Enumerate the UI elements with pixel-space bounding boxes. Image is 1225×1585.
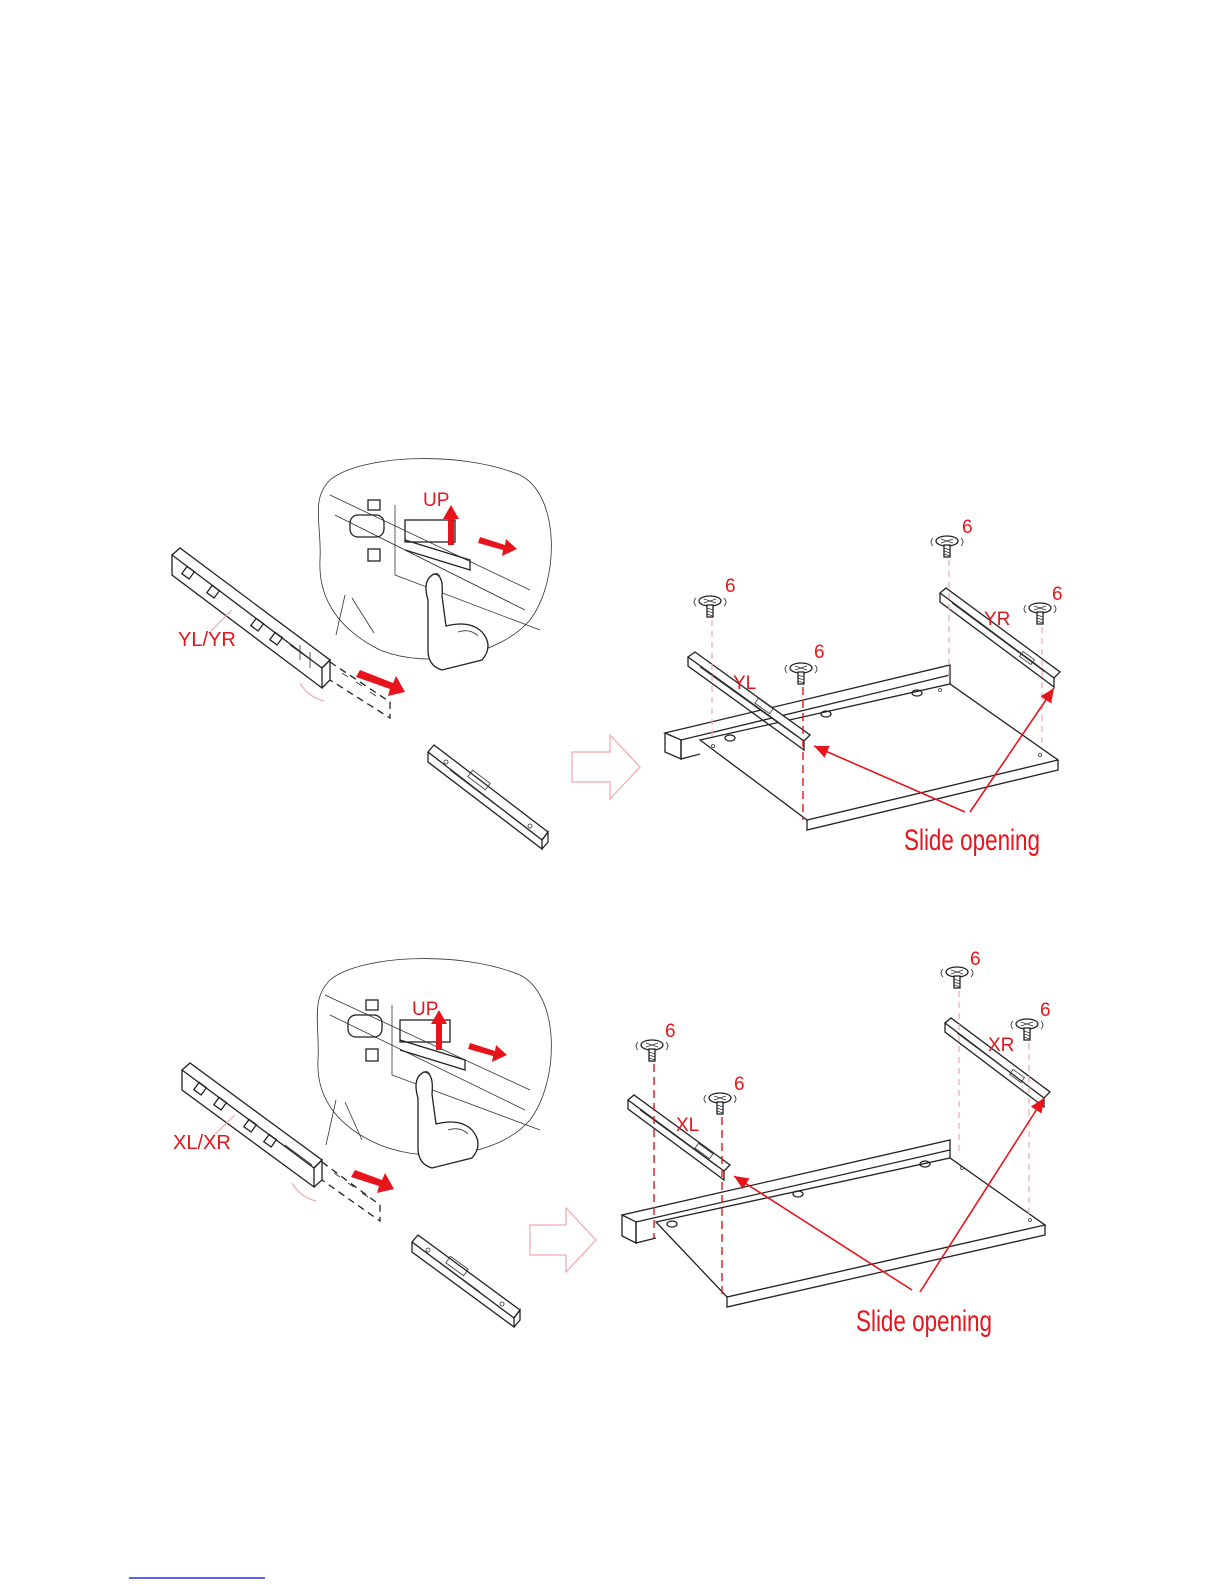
step1-slide-label: YL/YR [178,629,236,651]
step1-screw-icon [1024,603,1056,624]
step1-drawer-board [665,665,1058,830]
step2-left-slide-label: XL [676,1115,699,1136]
step2-hand-icon [416,1071,478,1168]
step2-detail-slide-arrow-icon [468,1043,507,1062]
step2-screw-icon [704,1093,736,1114]
step1-screw-icon [785,663,817,684]
step2-screw-icon [941,967,973,988]
step1-up-arrow-icon [443,505,459,545]
step2-screw-qty-1: 6 [665,1021,676,1042]
step1-left-slide-label: YL [733,673,756,694]
step2-screw-qty-3: 6 [970,949,981,970]
step2-right-slide-label: XR [988,1035,1014,1056]
step1-screw-qty-4: 6 [1052,584,1063,605]
step2-drawer-board [622,1140,1045,1307]
step1-hollow-arrow-icon [572,735,640,799]
step2-slide-right-icon [945,1018,1050,1107]
step2-inner-rail [412,1235,520,1327]
step1-screw-icon [931,536,963,557]
step1-screw-qty-3: 6 [962,517,973,538]
step1-hand-icon [426,573,488,670]
step1-screw-icon [694,596,726,617]
step2-screw-icon [1011,1019,1043,1040]
step2-slide-label: XL/XR [173,1132,231,1154]
step2-callout-label: Slide opening [856,1305,992,1338]
step1-up-label: UP [423,490,449,511]
step1-screw-qty-2: 6 [814,642,825,663]
step2-slide-left-icon [628,1095,730,1180]
step1-pull-arrow-icon [356,670,405,696]
step2-screw-icon [636,1040,668,1061]
step1-group: YL/YR UP [172,459,1063,857]
step2-hollow-arrow-icon [530,1208,596,1272]
step1-right-slide-label: YR [984,609,1010,630]
step1-inner-rail [428,745,548,849]
step1-detail-slide-arrow-icon [478,537,517,556]
step2-pull-arrow-icon [351,1170,394,1193]
step2-group: XL/XR UP [173,949,1051,1338]
step2-screw-qty-4: 6 [1040,1000,1051,1021]
step1-callout-label: Slide opening [904,824,1040,857]
step1-screw-qty-1: 6 [725,576,736,597]
step2-up-label: UP [412,999,438,1020]
step2-screw-qty-2: 6 [734,1074,745,1095]
